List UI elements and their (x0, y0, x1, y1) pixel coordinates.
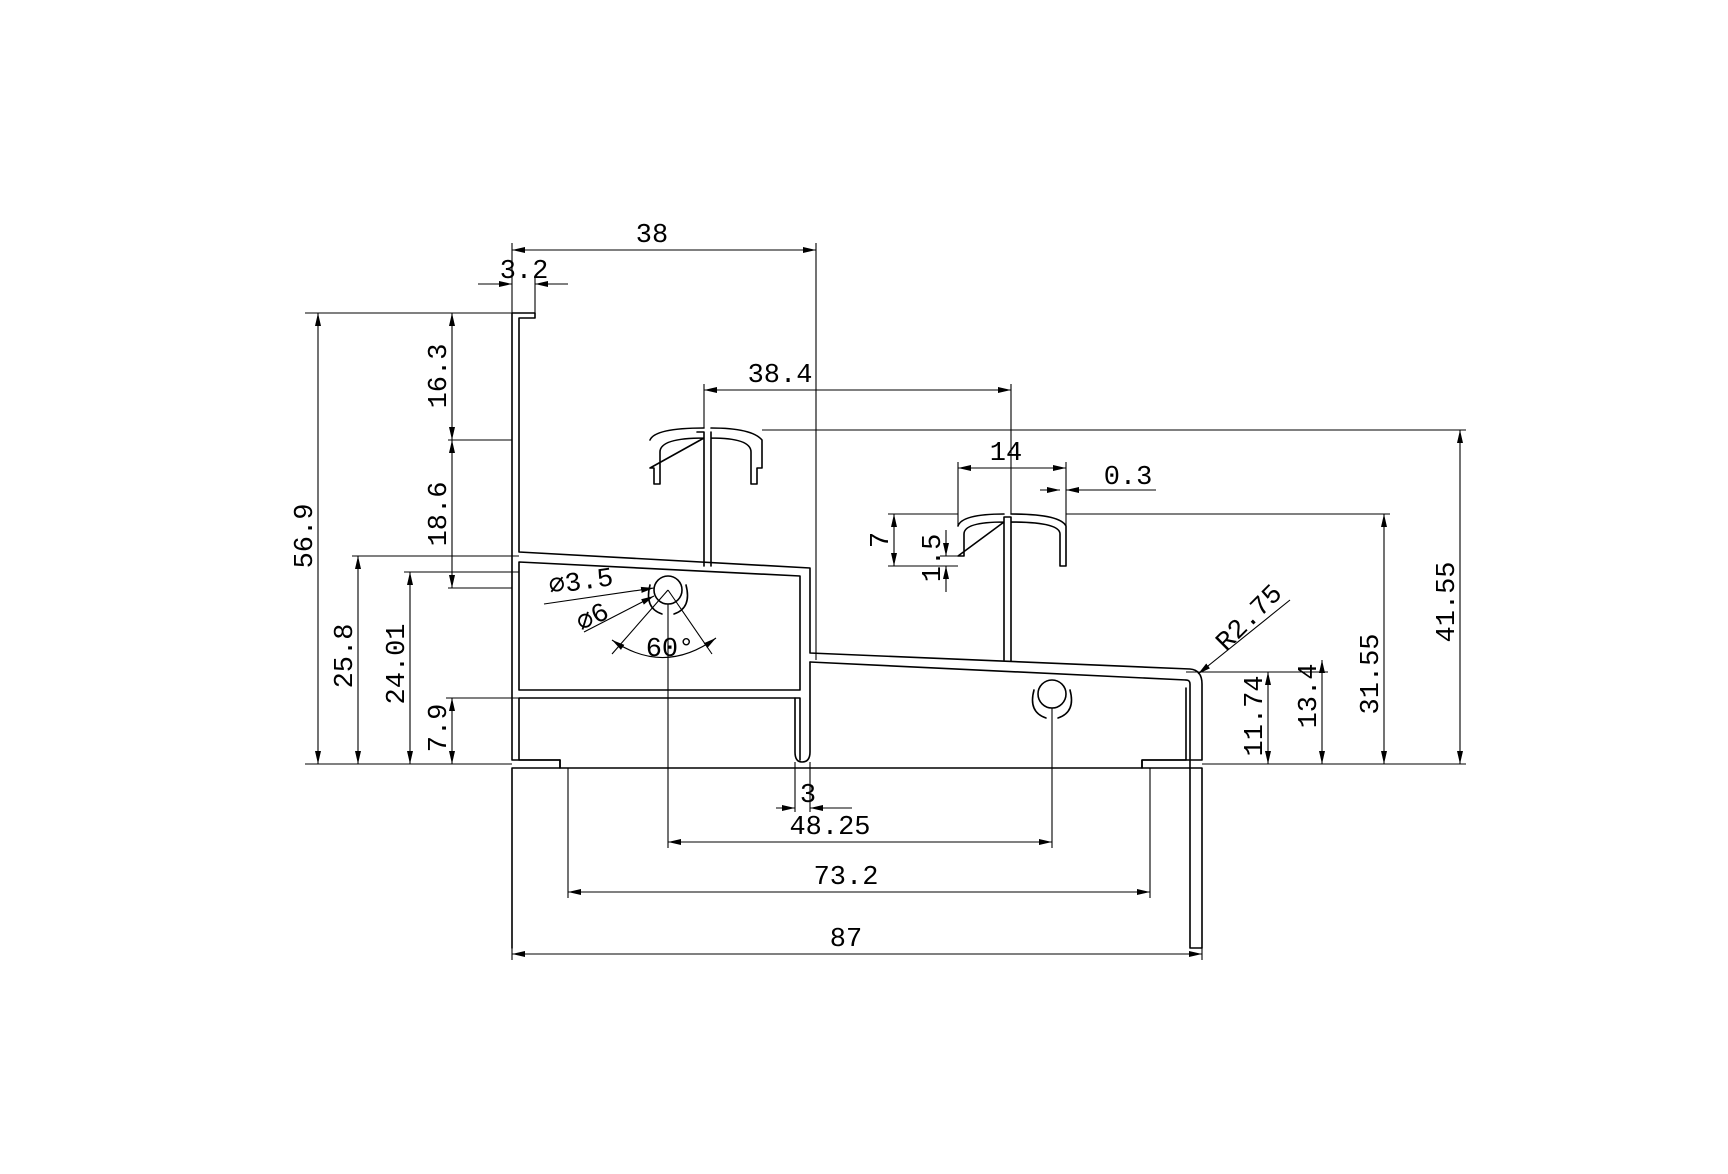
dim-38-label: 38 (636, 221, 668, 251)
dim-3-label: 3 (800, 781, 816, 811)
dim-38-4-label: 38.4 (748, 361, 813, 391)
dim-hole-outer-label: ⌀6 (572, 598, 615, 640)
dim-60-label: 60° (646, 635, 695, 665)
dim-14-label: 14 (990, 439, 1022, 469)
dimension-lines: 38 3.2 16.3 18.6 56.9 25.8 24.01 7.9 (291, 221, 1466, 960)
profile-outer-outline (511, 312, 1203, 949)
dim-73-2-label: 73.2 (814, 863, 879, 893)
profile-left-chamber (518, 561, 801, 691)
screw-hole-right (1037, 679, 1067, 709)
dim-24-01-label: 24.01 (383, 623, 413, 704)
profile-left-tongue (649, 427, 763, 567)
dim-1-5-label: 1.5 (919, 534, 949, 583)
dim-r2-75-label: R2.75 (1211, 580, 1289, 658)
dim-hole-inner-label: ⌀3.5 (547, 564, 615, 603)
profile-right-chamber (559, 661, 1187, 769)
screw-hole-right-slot (1031, 689, 1073, 719)
dim-87-label: 87 (830, 925, 862, 955)
aluminium-profile (511, 312, 1203, 949)
dim-25-8-label: 25.8 (331, 624, 361, 689)
dim-31-55-label: 31.55 (1357, 633, 1387, 714)
dim-18-6-label: 18.6 (425, 482, 455, 547)
dim-11-74-label: 11.74 (1241, 675, 1271, 756)
dim-56-9-label: 56.9 (291, 504, 321, 569)
profile-right-tongue (957, 513, 1067, 662)
dim-7-label: 7 (867, 532, 897, 548)
dim-48-25-label: 48.25 (789, 813, 870, 843)
dim-13-4-label: 13.4 (1295, 664, 1325, 729)
dim-16-3-label: 16.3 (425, 344, 455, 409)
profile-small-leg (794, 661, 811, 763)
dim-41-55-label: 41.55 (1433, 561, 1463, 642)
dim-7-9-label: 7.9 (425, 704, 455, 753)
profile-left-chamber-floor (518, 697, 801, 761)
dim-3-2-label: 3.2 (500, 257, 549, 287)
dim-0-3-label: 0.3 (1104, 463, 1153, 493)
